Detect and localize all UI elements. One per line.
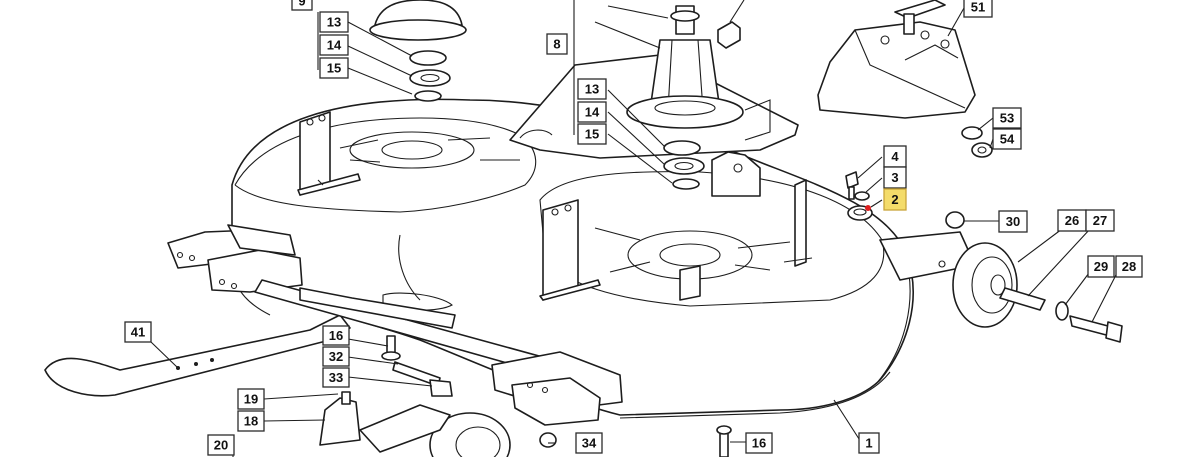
callout-8: 8 [546, 33, 568, 55]
callout-54: 54 [992, 128, 1022, 150]
callout-41: 41 [124, 321, 152, 343]
callout-51: 51 [963, 0, 993, 18]
svg-text:27: 27 [1093, 213, 1107, 228]
svg-text:8: 8 [553, 37, 560, 52]
mower-deck-housing [231, 98, 914, 419]
callout-15-left: 15 [319, 57, 349, 79]
callout-9: 9 [291, 0, 313, 11]
callout-32: 32 [322, 346, 350, 367]
callout-3: 3 [883, 166, 907, 189]
callout-26: 26 [1057, 209, 1087, 232]
callout-18: 18 [237, 410, 265, 432]
svg-text:28: 28 [1122, 259, 1136, 274]
callout-13-right: 13 [577, 78, 607, 100]
svg-text:32: 32 [329, 349, 343, 364]
callout-34: 34 [575, 432, 603, 454]
svg-text:3: 3 [891, 170, 898, 185]
svg-text:41: 41 [131, 325, 145, 340]
spindle-right [626, 5, 744, 129]
svg-text:51: 51 [971, 0, 985, 15]
svg-text:16: 16 [329, 328, 343, 343]
spindle-left [369, 0, 467, 41]
svg-text:34: 34 [582, 436, 597, 451]
highlight-marker-dot [865, 205, 871, 211]
svg-text:4: 4 [891, 149, 899, 164]
svg-text:2: 2 [891, 192, 898, 207]
callout-27: 27 [1085, 209, 1115, 232]
svg-text:18: 18 [244, 414, 258, 429]
front-mount-arms [167, 224, 303, 293]
svg-text:13: 13 [327, 15, 341, 30]
callout-16-upper: 16 [322, 325, 350, 346]
svg-text:15: 15 [585, 127, 599, 142]
callout-2: 2 [883, 188, 907, 211]
nuts-53-54 [961, 126, 993, 158]
svg-text:16: 16 [752, 436, 766, 451]
callout-53: 53 [992, 107, 1022, 129]
leader-lines [150, 0, 1120, 457]
svg-text:14: 14 [585, 105, 600, 120]
callout-29: 29 [1087, 255, 1115, 278]
callout-28: 28 [1115, 255, 1143, 278]
hardware-2-3-4 [845, 171, 873, 221]
callout-13-left: 13 [319, 11, 349, 33]
rear-wheel-arm [879, 211, 1123, 343]
svg-text:26: 26 [1065, 213, 1079, 228]
svg-text:9: 9 [298, 0, 305, 9]
callout-14-right: 14 [577, 101, 607, 123]
svg-text:53: 53 [1000, 111, 1014, 126]
svg-text:19: 19 [244, 392, 258, 407]
callout-1: 1 [858, 432, 880, 454]
svg-text:29: 29 [1094, 259, 1108, 274]
svg-text:54: 54 [1000, 132, 1015, 147]
callout-16-lower: 16 [745, 432, 773, 454]
svg-text:14: 14 [327, 38, 342, 53]
cutting-blade [44, 314, 351, 397]
bearing-stack-right [663, 140, 705, 190]
svg-text:13: 13 [585, 82, 599, 97]
svg-text:20: 20 [214, 438, 228, 453]
callout-20: 20 [207, 434, 235, 456]
discharge-deflector [817, 0, 976, 119]
svg-text:1: 1 [865, 436, 872, 451]
callout-30: 30 [998, 210, 1028, 233]
callout-19: 19 [237, 388, 265, 410]
bearing-stack-left [409, 50, 451, 102]
lower-hardware [319, 335, 732, 457]
svg-text:33: 33 [329, 370, 343, 385]
callout-33: 33 [322, 367, 350, 388]
svg-text:15: 15 [327, 61, 341, 76]
callout-14-left: 14 [319, 34, 349, 56]
linkage-bar [254, 279, 623, 426]
svg-text:30: 30 [1006, 214, 1020, 229]
callout-4: 4 [883, 145, 907, 168]
callout-15-right: 15 [577, 123, 607, 145]
